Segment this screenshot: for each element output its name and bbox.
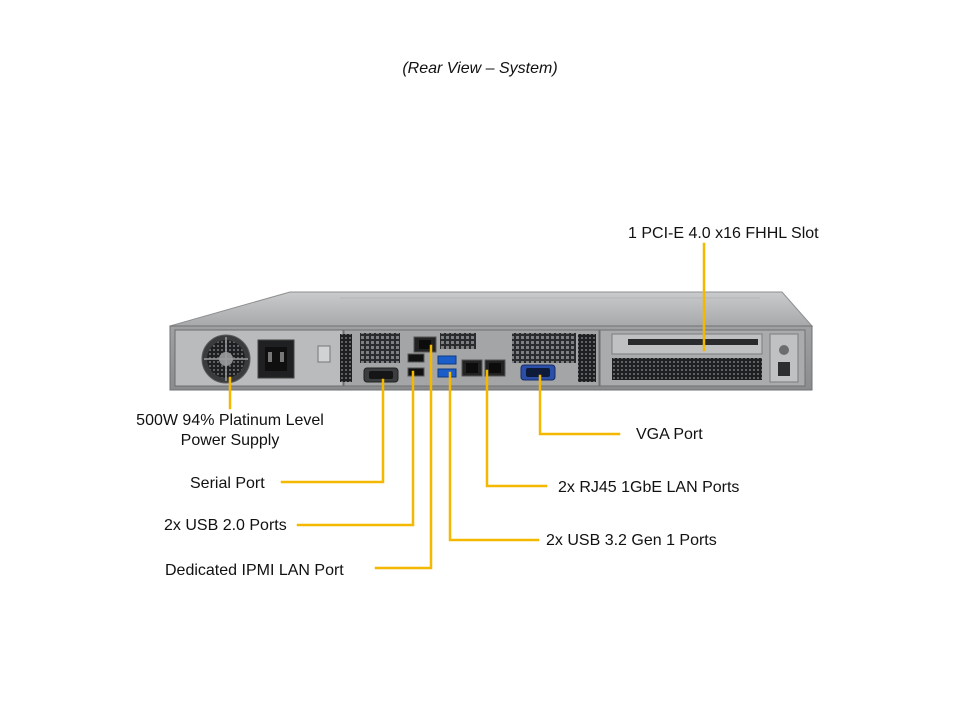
leader-vga: [538, 374, 621, 436]
label-ipmi-lan-port: Dedicated IPMI LAN Port: [165, 562, 344, 579]
diagram-title: (Rear View – System): [402, 60, 558, 77]
label-pcie-slot: 1 PCI-E 4.0 x16 FHHL Slot: [628, 225, 819, 242]
serial-port: [363, 367, 399, 383]
label-power-supply: 500W 94% Platinum Level Power Supply: [120, 411, 340, 451]
pcie-slot-area: [599, 329, 806, 387]
leader-ipmi: [374, 344, 433, 570]
usb2-ports: [407, 353, 425, 377]
label-power-supply-line2: Power Supply: [180, 432, 280, 449]
leader-usb2: [296, 370, 415, 527]
power-inlet: [257, 339, 295, 379]
label-usb3-ports: 2x USB 3.2 Gen 1 Ports: [546, 532, 717, 549]
leader-rj45: [485, 369, 548, 488]
label-vga-port: VGA Port: [636, 426, 703, 443]
power-supply-module: [174, 329, 344, 387]
ipmi-lan-port: [413, 336, 437, 353]
usb3-ports: [437, 355, 457, 378]
leader-usb3: [448, 371, 540, 542]
leader-serial: [280, 378, 385, 484]
vga-port: [520, 364, 556, 381]
label-usb2-ports: 2x USB 2.0 Ports: [164, 517, 287, 534]
io-panel: [340, 329, 600, 387]
label-power-supply-line1: 500W 94% Platinum Level: [136, 412, 324, 429]
label-rj45-lan-ports: 2x RJ45 1GbE LAN Ports: [558, 479, 740, 496]
psu-fan: [201, 334, 251, 384]
rj45-lan-ports: [461, 359, 506, 377]
label-serial-port: Serial Port: [190, 475, 265, 492]
leader-lines: [228, 242, 706, 570]
